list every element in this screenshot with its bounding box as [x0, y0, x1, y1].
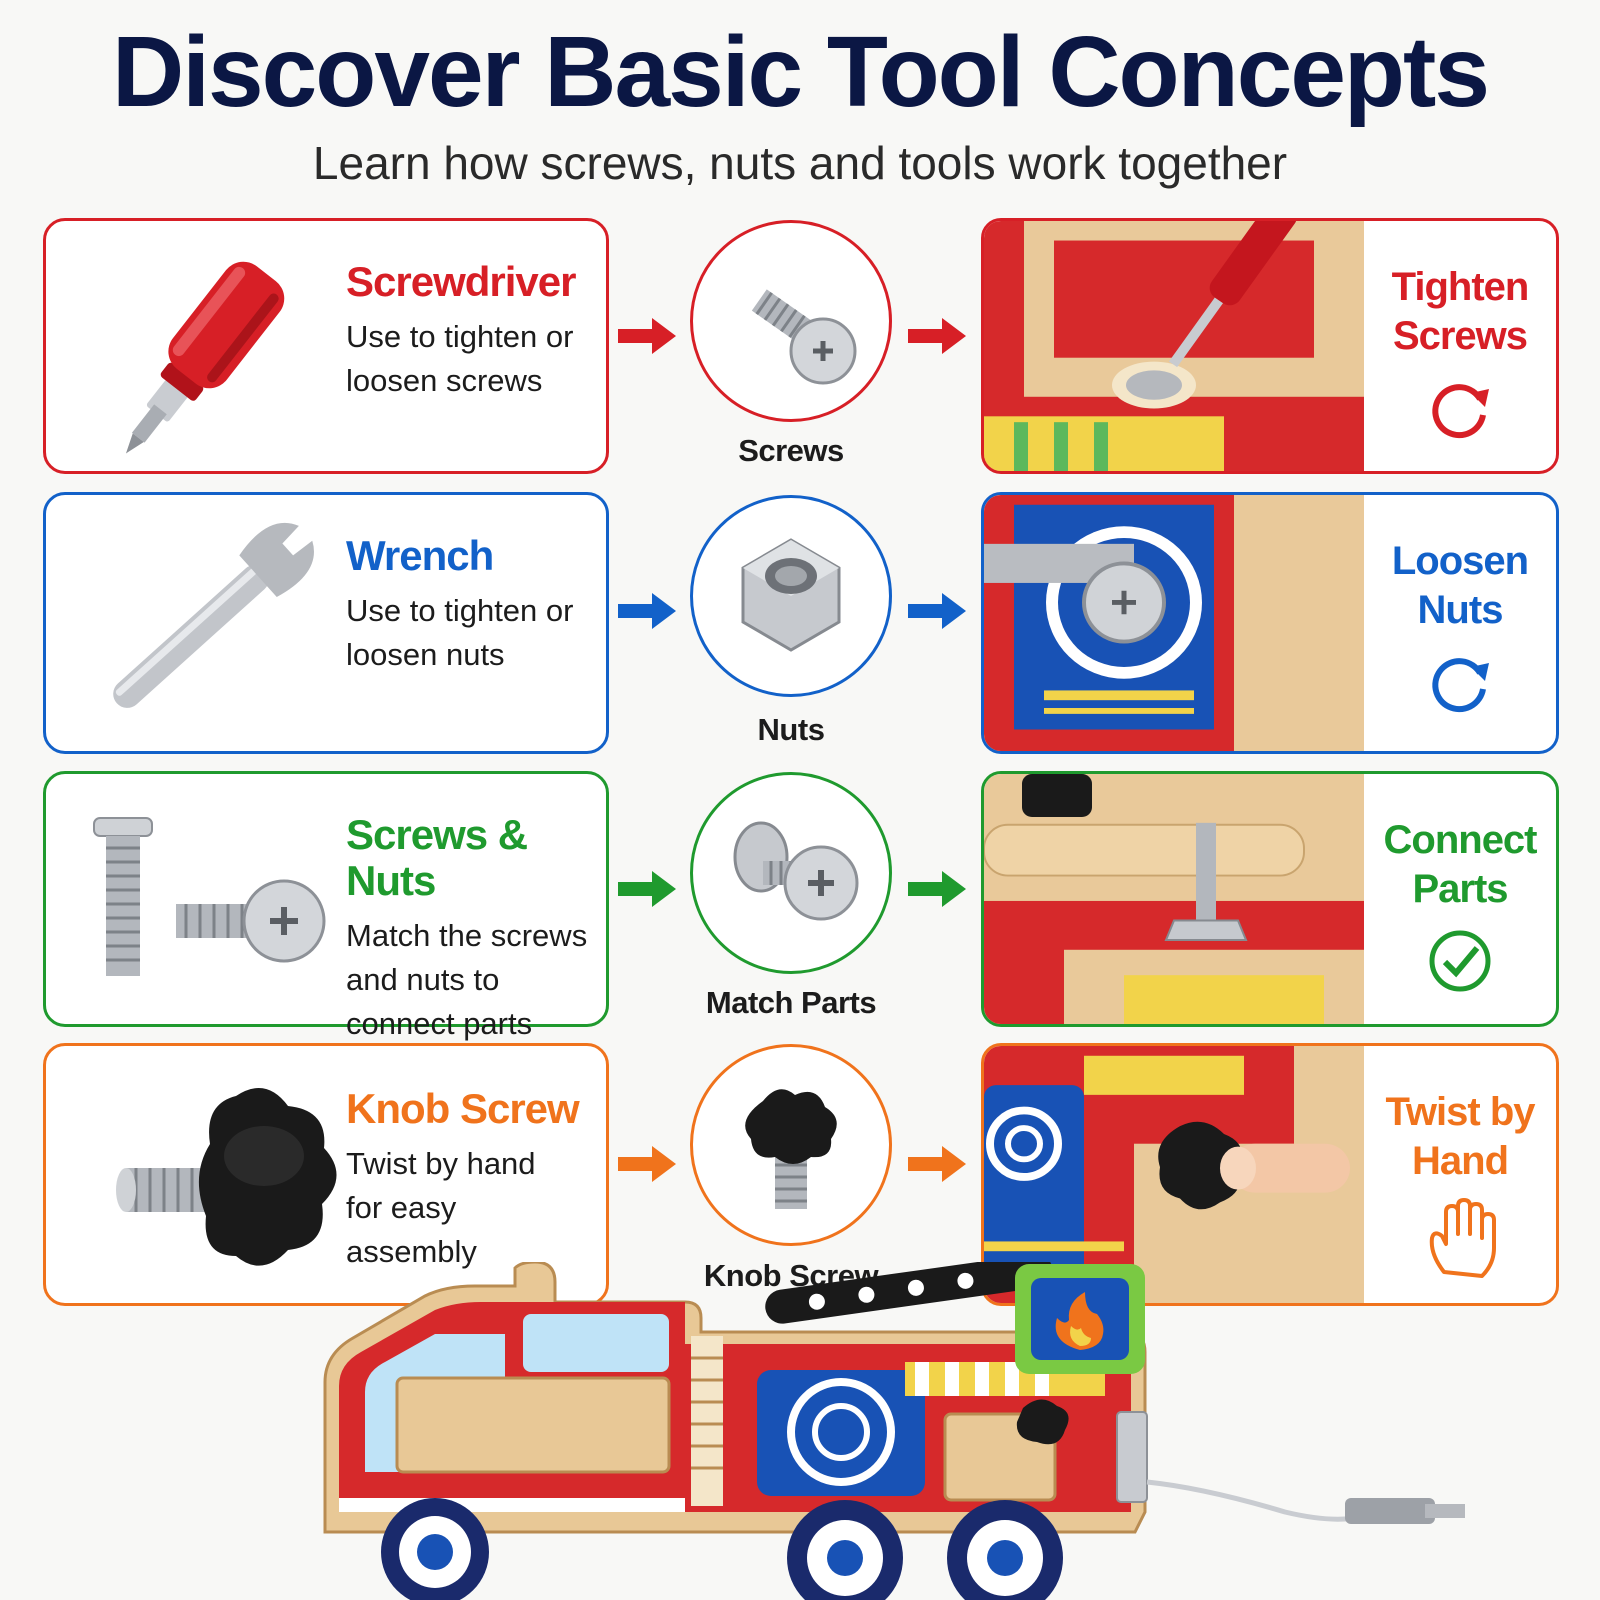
tool-description: Twist by hand for easy assembly: [346, 1146, 536, 1270]
part-circle-knob: [690, 1044, 892, 1246]
arrow-right-icon: [618, 318, 676, 354]
tool-description: Match the screws and nuts to connect par…: [346, 918, 588, 1042]
tool-description: Use to tighten or loosen screws: [346, 319, 574, 399]
action-photo-tighten: Tighten Screws: [981, 218, 1559, 474]
page-subtitle: Learn how screws, nuts and tools work to…: [312, 137, 1288, 189]
tool-name: Knob Screw: [346, 1085, 580, 1132]
action-label: Twist by Hand: [1385, 1090, 1535, 1183]
part-label: Match Parts: [705, 985, 877, 1020]
check-icon: [1429, 930, 1491, 992]
knob-screw-icon: [116, 1088, 337, 1266]
tool-card-knob-screw: Knob Screw Twist by hand for easy assemb…: [43, 1043, 609, 1306]
part-circle-screws: [690, 220, 892, 422]
arrow-right-icon: [618, 871, 676, 907]
action-photo-twist: Twist by Hand: [981, 1043, 1559, 1306]
toy-board-photo: [984, 495, 1364, 751]
action-label: Tighten Screws: [1391, 265, 1530, 358]
screw-icon: [751, 289, 857, 385]
tool-card-screws-nuts: Screws & Nuts Match the screws and nuts …: [43, 771, 609, 1041]
wrench-icon: [113, 522, 314, 708]
tool-name: Wrench: [346, 532, 494, 579]
part-circle-match: [690, 772, 892, 974]
toy-board-photo: [984, 774, 1364, 1024]
arrow-right-icon: [908, 871, 966, 907]
hand-icon: [1429, 1197, 1496, 1278]
part-label: Screws: [738, 433, 844, 468]
arrow-right-icon: [618, 593, 676, 629]
screws-icon: [93, 817, 326, 976]
tool-description: Use to tighten or loosen nuts: [346, 593, 574, 673]
action-photo-loosen: Loosen Nuts: [981, 492, 1559, 754]
rotate-icon: [1432, 657, 1489, 712]
knob-screw-icon: [745, 1089, 837, 1209]
screw-nut-icon: [733, 821, 859, 921]
arrow-right-icon: [908, 1146, 966, 1182]
action-label: Loosen Nuts: [1391, 539, 1529, 632]
arrow-right-icon: [908, 318, 966, 354]
part-label: Nuts: [757, 712, 825, 747]
part-circle-nuts: [690, 495, 892, 697]
nut-icon: [741, 538, 841, 652]
rotate-icon: [1432, 383, 1489, 438]
toy-board-photo: [984, 221, 1364, 471]
screwdriver-icon: [125, 261, 285, 454]
tool-name: Screws & Nuts: [346, 811, 528, 905]
action-photo-connect: Connect Parts: [981, 771, 1559, 1027]
fire-truck-toy-image: [323, 1262, 1465, 1600]
tool-card-screwdriver: Screwdriver Use to tighten or loosen scr…: [43, 218, 609, 474]
page-title: Discover Basic Tool Concepts: [112, 16, 1490, 128]
toy-board-photo: [984, 1046, 1364, 1303]
action-label: Connect Parts: [1383, 818, 1538, 911]
tool-name: Screwdriver: [346, 258, 576, 305]
tool-card-wrench: Wrench Use to tighten or loosen nuts: [43, 492, 609, 754]
arrow-right-icon: [618, 1146, 676, 1182]
arrow-right-icon: [908, 593, 966, 629]
